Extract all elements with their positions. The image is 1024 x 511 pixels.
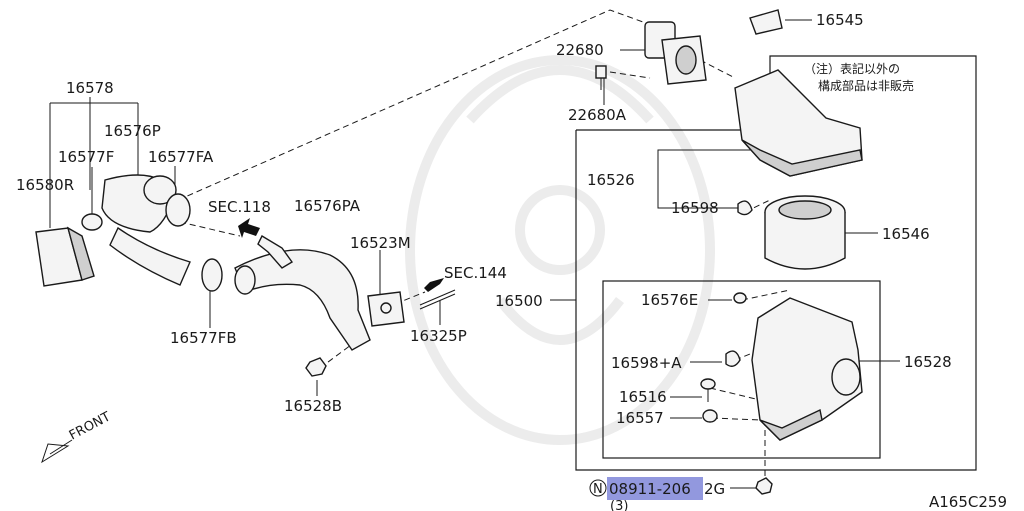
label-16500[interactable]: 16500 xyxy=(495,292,543,310)
watermark-emblem xyxy=(405,55,715,445)
label-16577FB[interactable]: 16577FB xyxy=(170,329,237,347)
label-16557[interactable]: 16557 xyxy=(616,409,664,427)
ref-code: A165C259 xyxy=(929,493,1007,511)
label-16325P[interactable]: 16325P xyxy=(410,327,467,345)
label-16528[interactable]: 16528 xyxy=(904,353,952,371)
filter-element-16546 xyxy=(764,195,846,270)
highlighted-part-number[interactable]: 08911-206 xyxy=(609,480,691,498)
stud-16325P xyxy=(419,289,456,310)
label-16578[interactable]: 16578 xyxy=(66,79,114,97)
label-16580R[interactable]: 16580R xyxy=(16,176,74,194)
label-22680[interactable]: 22680 xyxy=(556,41,604,59)
gasket-16523M xyxy=(367,291,405,327)
circled-n-icon: N xyxy=(589,479,607,497)
air-duct-16576P xyxy=(101,174,191,286)
leader-lines xyxy=(49,19,900,489)
grommet-16557 xyxy=(702,409,718,423)
label-16576E[interactable]: 16576E xyxy=(641,291,698,309)
grommet-16576E xyxy=(733,292,747,304)
note-line-2: 構成部品は非販売 xyxy=(818,78,914,93)
note-line-1: （注）表記以外の xyxy=(804,61,900,76)
front-arrow-icon xyxy=(41,439,73,464)
label-16523M[interactable]: 16523M xyxy=(350,234,411,252)
label-16577F[interactable]: 16577F xyxy=(58,148,114,166)
nut-08911 xyxy=(755,477,773,495)
section-arrow-icon xyxy=(238,218,444,292)
label-16577FA[interactable]: 16577FA xyxy=(148,148,214,166)
label-16598A[interactable]: 16598+A xyxy=(611,354,682,372)
air-cleaner-case-16528 xyxy=(751,297,863,441)
svg-text:N: N xyxy=(593,482,603,497)
label-16516[interactable]: 16516 xyxy=(619,388,667,406)
highlighted-part-number-suffix[interactable]: 2G xyxy=(704,480,725,498)
seal-16545 xyxy=(749,9,783,35)
nut-16528B xyxy=(305,357,327,377)
clamp-16577FA xyxy=(165,193,191,227)
label-16528B[interactable]: 16528B xyxy=(284,397,342,415)
air-flow-sensor-22680 xyxy=(644,21,707,85)
clamp-16577F xyxy=(81,213,103,231)
front-label: FRONT xyxy=(67,409,113,443)
label-16576PA[interactable]: 16576PA xyxy=(294,197,361,215)
label-16546[interactable]: 16546 xyxy=(882,225,930,243)
air-cleaner-cover-16526 xyxy=(734,69,863,177)
resonator-16580R xyxy=(35,226,95,287)
part-number-highlight xyxy=(607,477,703,500)
clip-16598A xyxy=(725,350,741,367)
air-duct-16576PA xyxy=(234,235,371,351)
label-16526[interactable]: 16526 xyxy=(587,171,635,189)
label-16576P[interactable]: 16576P xyxy=(104,122,161,140)
bolt-16516 xyxy=(700,378,716,402)
label-16598[interactable]: 16598 xyxy=(671,199,719,217)
label-22680A[interactable]: 22680A xyxy=(568,106,627,124)
section-ref-118[interactable]: SEC.118 xyxy=(208,198,271,216)
label-16545[interactable]: 16545 xyxy=(816,11,864,29)
clip-16598 xyxy=(737,200,753,216)
clamp-16577FB xyxy=(201,258,223,292)
highlighted-part-quantity: (3) xyxy=(610,499,628,511)
screw-22680A xyxy=(595,65,607,90)
section-ref-144[interactable]: SEC.144 xyxy=(444,264,507,282)
